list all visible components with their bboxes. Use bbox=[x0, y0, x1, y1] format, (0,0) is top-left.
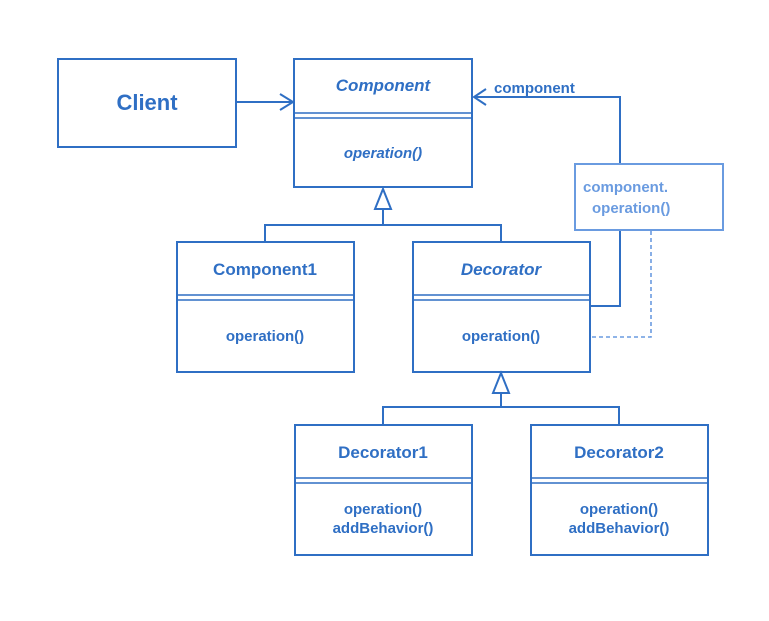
decorator-subclass-branch bbox=[382, 406, 620, 425]
component-box bbox=[293, 58, 473, 188]
decorator2-class: Decorator2 operation() addBehavior() bbox=[530, 424, 709, 556]
component-inheritance bbox=[264, 186, 502, 242]
note-box bbox=[574, 163, 724, 231]
decorator1-class: Decorator1 operation() addBehavior() bbox=[294, 424, 473, 556]
decorator-inheritance bbox=[382, 370, 620, 425]
decorator1-name: Decorator1 bbox=[338, 443, 428, 462]
decorator-component-arrowhead bbox=[472, 88, 487, 106]
decorator1-add-behavior: addBehavior() bbox=[333, 520, 434, 537]
note-connector bbox=[592, 231, 652, 338]
note-line-1: component. bbox=[583, 179, 668, 196]
client-component-association bbox=[236, 93, 295, 111]
decorator2-name: Decorator2 bbox=[574, 443, 664, 462]
component-class: Component operation() bbox=[293, 58, 473, 188]
decorator-name: Decorator bbox=[461, 260, 543, 279]
decorator2-add-behavior: addBehavior() bbox=[569, 520, 670, 537]
decorator-operation: operation() bbox=[462, 328, 540, 345]
operation-note: component. operation() bbox=[574, 163, 724, 338]
component-operation: operation() bbox=[344, 145, 422, 162]
component1-class: Component1 operation() bbox=[176, 241, 355, 373]
decorator-inheritance-triangle bbox=[491, 370, 511, 394]
client-name: Client bbox=[116, 90, 178, 115]
component-inheritance-triangle bbox=[373, 186, 393, 210]
component1-name: Component1 bbox=[213, 260, 317, 279]
decorator1-operation: operation() bbox=[344, 501, 422, 518]
component-subclass-branch bbox=[264, 224, 502, 242]
client-box bbox=[57, 58, 237, 148]
decorator1-box bbox=[294, 424, 473, 556]
component1-operation: operation() bbox=[226, 328, 304, 345]
component1-box bbox=[176, 241, 355, 373]
decorator-class: Decorator operation() bbox=[412, 241, 591, 373]
decorator-box bbox=[412, 241, 591, 373]
client-component-arrowhead bbox=[279, 93, 295, 111]
decorator2-operation: operation() bbox=[580, 501, 658, 518]
association-label: component bbox=[494, 80, 575, 97]
component-name: Component bbox=[336, 76, 432, 95]
note-line-2: operation() bbox=[592, 200, 670, 217]
client-class: Client bbox=[57, 58, 237, 148]
